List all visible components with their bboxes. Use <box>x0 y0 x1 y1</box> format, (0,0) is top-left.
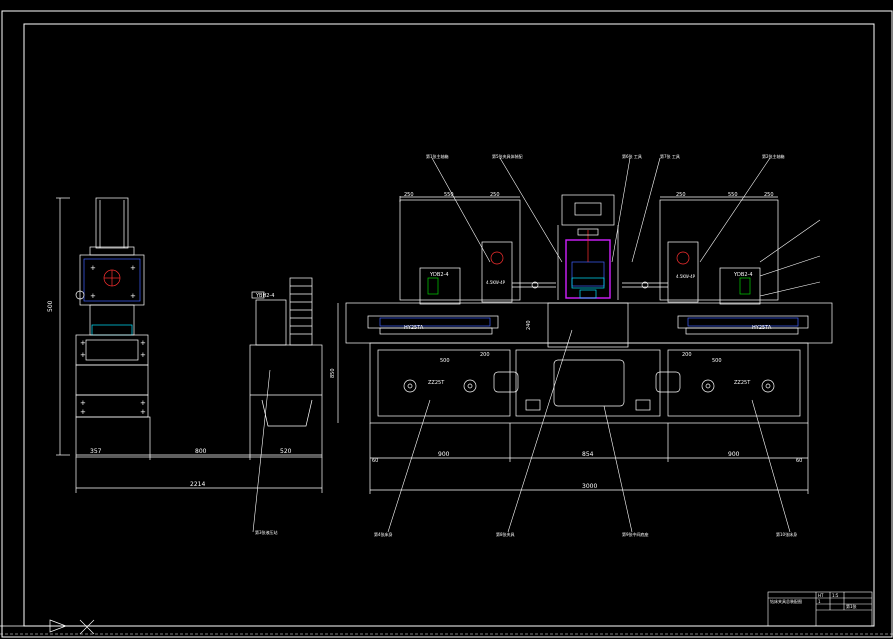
left-motor-label: 4.5KW-4P <box>486 280 506 285</box>
side-leader-label: 第3张液压站 <box>255 529 278 535</box>
side-leader <box>252 369 271 533</box>
right-table-label: HY25TA <box>752 325 772 331</box>
main-view <box>337 194 833 494</box>
leader-label-3: 第6张 工具 <box>622 153 642 159</box>
leader-label-1: 第1张主轴箱 <box>426 153 449 159</box>
side-pump-label: YBH2-4 <box>255 293 274 299</box>
svg-text:+: + <box>90 264 96 272</box>
left-unit-label: YDB2-4 <box>429 272 449 278</box>
top-left-dim-c: 250 <box>490 192 500 198</box>
svg-text:+: + <box>80 351 86 359</box>
side-view: + + + + + + + + + + + + <box>56 197 323 493</box>
leader-label-2: 第5张夹具体装配 <box>492 153 523 159</box>
bottom-label-4: 第10张床身 <box>776 531 797 537</box>
right-bed-label: ZZ25T <box>734 380 751 386</box>
bottom-label-3: 第9张中间底座 <box>622 531 649 537</box>
main-total-dim: 3000 <box>582 483 597 490</box>
svg-text:+: + <box>80 339 86 347</box>
svg-text:+: + <box>80 399 86 407</box>
side-left-dim: 357 <box>90 448 102 455</box>
svg-text:+: + <box>140 399 146 407</box>
side-total-dim: 2214 <box>190 481 205 488</box>
side-right-dim: 520 <box>280 448 292 455</box>
left-table-label: HY25TA <box>404 325 424 331</box>
top-right-dim-b: 550 <box>728 192 738 198</box>
side-middle-dim: 800 <box>195 448 207 455</box>
top-left-dim-b: 550 <box>444 192 454 198</box>
svg-text:+: + <box>80 408 86 416</box>
sheet-inner-frame <box>23 23 875 627</box>
title-block-material: HT <box>818 593 824 598</box>
right-table-dim-b: 500 <box>712 358 722 364</box>
bottom-label-2: 第8张夹具 <box>496 531 515 537</box>
main-center-dim: 854 <box>582 451 594 458</box>
title-block-scale: 1:5 <box>832 593 839 598</box>
svg-text:+: + <box>140 408 146 416</box>
title-block-title: 钻床夹具总装配图 <box>770 598 802 604</box>
top-right-dim-a: 250 <box>676 192 686 198</box>
title-block-qty: 1 <box>818 599 821 604</box>
left-bed-label: ZZ25T <box>428 380 445 386</box>
right-motor-label: 4.5KW-4P <box>676 274 696 279</box>
svg-text:+: + <box>130 264 136 272</box>
svg-text:+: + <box>140 339 146 347</box>
main-end-right-dim: 60 <box>796 458 802 464</box>
fixture-height-dim: 240 <box>526 320 532 330</box>
svg-text:+: + <box>90 292 96 300</box>
main-height-dim: 850 <box>330 368 336 378</box>
title-block <box>767 591 873 627</box>
svg-text:+: + <box>130 292 136 300</box>
sheet-outer-frame <box>1 10 893 638</box>
sheet-corner-arrow-icon <box>0 619 95 635</box>
top-right-dim-c: 250 <box>764 192 774 198</box>
main-right-bed-dim: 900 <box>728 451 740 458</box>
top-left-dim-a: 250 <box>404 192 414 198</box>
right-table-dim-a: 200 <box>682 352 692 358</box>
bottom-label-1: 第4张床身 <box>374 531 393 537</box>
right-unit-label: YDB2-4 <box>733 272 753 278</box>
leader-label-4: 第7张 工具 <box>660 153 680 159</box>
leader-label-5: 第2张主轴箱 <box>762 153 785 159</box>
top-leaders <box>431 157 821 297</box>
main-left-bed-dim: 900 <box>438 451 450 458</box>
bottom-leaders <box>387 329 791 533</box>
side-height-dim: 500 <box>47 300 54 312</box>
main-end-left-dim: 60 <box>372 458 378 464</box>
left-table-dim-b: 200 <box>480 352 490 358</box>
left-table-dim-a: 500 <box>440 358 450 364</box>
title-block-sheet: 第1张 <box>846 603 857 609</box>
svg-text:+: + <box>140 351 146 359</box>
